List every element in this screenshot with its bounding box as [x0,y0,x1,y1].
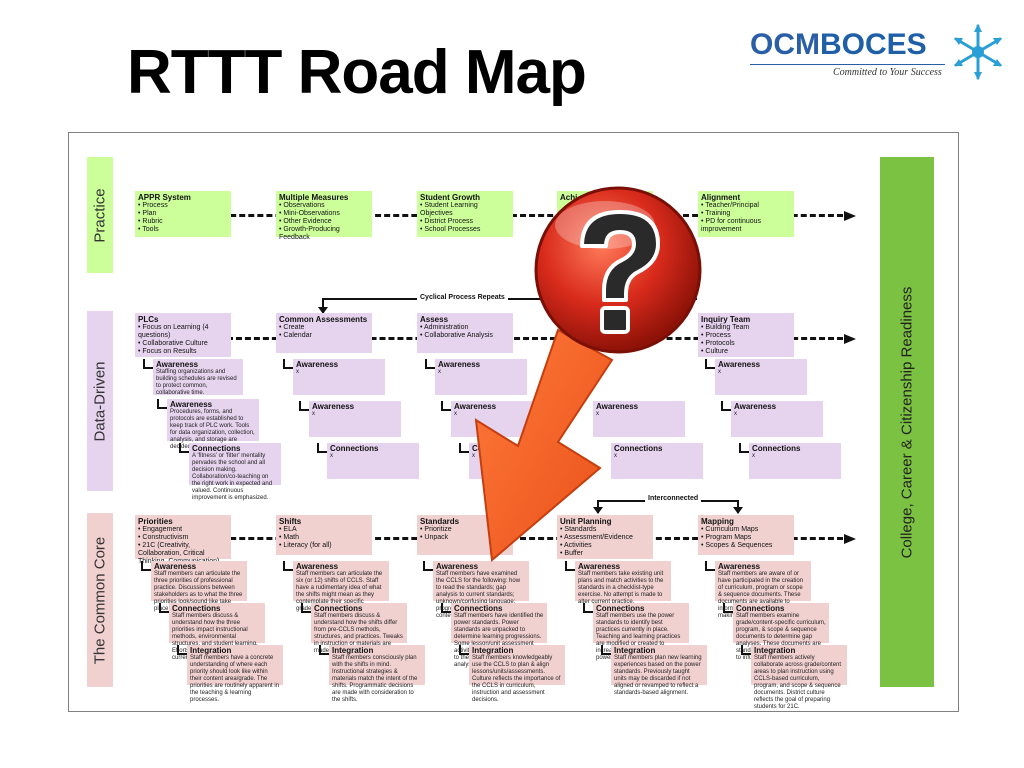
core-box-unit-planning: Unit Planning StandardsAssessment/Eviden… [557,515,653,559]
question-overlay [474,186,702,562]
practice-box-growth: Student Growth Student Learning Objectiv… [417,191,513,237]
data-band: Data-Driven [87,311,934,491]
practice-box-measures: Multiple Measures ObservationsMini-Obser… [276,191,372,241]
readiness-bar: College, Career & Citizenship Readiness [880,157,934,687]
core-box-mapping: Mapping Curriculum MapsProgram MapsScope… [698,515,794,555]
ocmboces-logo: OCMBOCES Committed to Your Success [750,22,1010,82]
core-band: The Common Core [87,513,934,687]
practice-band: Practice [87,157,934,273]
data-box-assess: Assess AdministrationCollaborative Analy… [417,313,513,353]
practice-label: Practice [91,187,109,243]
cycle-note: Cyclical Process Repeats [417,294,508,301]
common-core-label: The Common Core [91,536,109,664]
core-box-priorities: Priorities EngagementConstructivism21C (… [135,515,231,565]
snowflake-icon [954,24,1002,80]
core-box-shifts: Shifts ELAMathLiteracy (for all) [276,515,372,555]
logo-tagline: Committed to Your Success [833,67,942,78]
data-box-common-assessments: Common Assessments CreateCalendar [276,313,372,353]
page-title: RTTT Road Map [127,38,587,107]
data-box-inquiry: Inquiry Team Building TeamProcessProtoco… [698,313,794,357]
orange-arrow-icon [474,328,614,562]
logo-wordmark: OCMBOCES [750,28,927,61]
practice-box-appr: APPR System ProcessPlanRubricTools [135,191,231,237]
data-box-plcs: PLCs Focus on Learning (4 questions)Coll… [135,313,231,357]
data-driven-label: Data-Driven [91,360,109,442]
interconnected-note: Interconnected [645,495,702,502]
practice-box-alignment: Alignment Teacher/PrincipalTrainingPD fo… [698,191,794,237]
question-mark-icon [534,186,702,354]
roadmap-diagram: Practice Data-Driven The Common Core Col… [87,157,934,710]
